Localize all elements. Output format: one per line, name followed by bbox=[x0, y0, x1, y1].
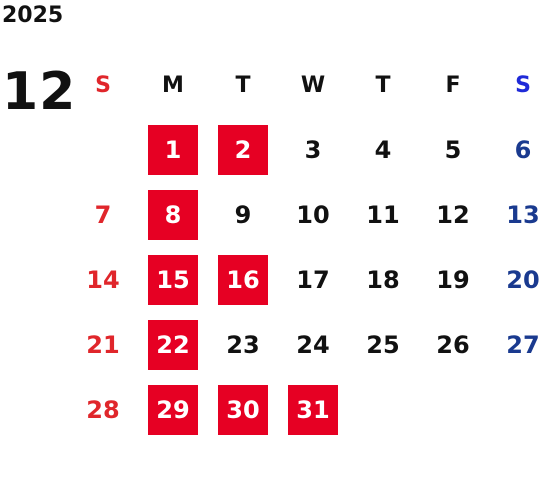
weekday-header-wed: W bbox=[300, 72, 326, 98]
year-label: 2025 bbox=[2, 3, 64, 28]
day-cell-25[interactable]: 25 bbox=[366, 331, 400, 359]
day-cell-12[interactable]: 12 bbox=[436, 201, 470, 229]
day-cell-21[interactable]: 21 bbox=[86, 331, 120, 359]
day-cell-27[interactable]: 27 bbox=[506, 331, 540, 359]
day-cell-17[interactable]: 17 bbox=[296, 266, 330, 294]
day-cell-31[interactable]: 31 bbox=[278, 385, 348, 435]
day-cell-22[interactable]: 22 bbox=[138, 320, 208, 370]
day-cell-6[interactable]: 6 bbox=[514, 136, 532, 164]
day-cell-13[interactable]: 13 bbox=[506, 201, 540, 229]
day-cell-empty bbox=[68, 125, 138, 175]
weekday-header-mon: M bbox=[162, 72, 184, 98]
weekday-header-sat: S bbox=[515, 72, 531, 98]
day-cell-26[interactable]: 26 bbox=[436, 331, 470, 359]
month-number: 12 bbox=[2, 62, 77, 122]
day-cell-28[interactable]: 28 bbox=[86, 396, 120, 424]
day-cell-4[interactable]: 4 bbox=[374, 136, 392, 164]
day-cell-3[interactable]: 3 bbox=[304, 136, 322, 164]
weekday-header-fri: F bbox=[445, 72, 461, 98]
day-cell-1[interactable]: 1 bbox=[138, 125, 208, 175]
weekday-header-tue: T bbox=[235, 72, 251, 98]
day-cell-18[interactable]: 18 bbox=[366, 266, 400, 294]
day-cell-29[interactable]: 29 bbox=[138, 385, 208, 435]
day-cell-30[interactable]: 30 bbox=[208, 385, 278, 435]
day-cell-24[interactable]: 24 bbox=[296, 331, 330, 359]
day-cell-9[interactable]: 9 bbox=[234, 201, 252, 229]
day-cell-5[interactable]: 5 bbox=[444, 136, 462, 164]
weekday-header-thu: T bbox=[375, 72, 391, 98]
day-cell-8[interactable]: 8 bbox=[138, 190, 208, 240]
day-cell-14[interactable]: 14 bbox=[86, 266, 120, 294]
weekday-header-sun: S bbox=[95, 72, 111, 98]
day-cell-19[interactable]: 19 bbox=[436, 266, 470, 294]
calendar-grid: S M T W T F S 1 2 3 4 5 6 7 8 9 10 11 12… bbox=[68, 60, 548, 450]
day-cell-23[interactable]: 23 bbox=[226, 331, 260, 359]
day-cell-7[interactable]: 7 bbox=[94, 201, 112, 229]
day-cell-11[interactable]: 11 bbox=[366, 201, 400, 229]
day-cell-15[interactable]: 15 bbox=[138, 255, 208, 305]
day-cell-10[interactable]: 10 bbox=[296, 201, 330, 229]
day-cell-16[interactable]: 16 bbox=[208, 255, 278, 305]
day-cell-2[interactable]: 2 bbox=[208, 125, 278, 175]
day-cell-20[interactable]: 20 bbox=[506, 266, 540, 294]
